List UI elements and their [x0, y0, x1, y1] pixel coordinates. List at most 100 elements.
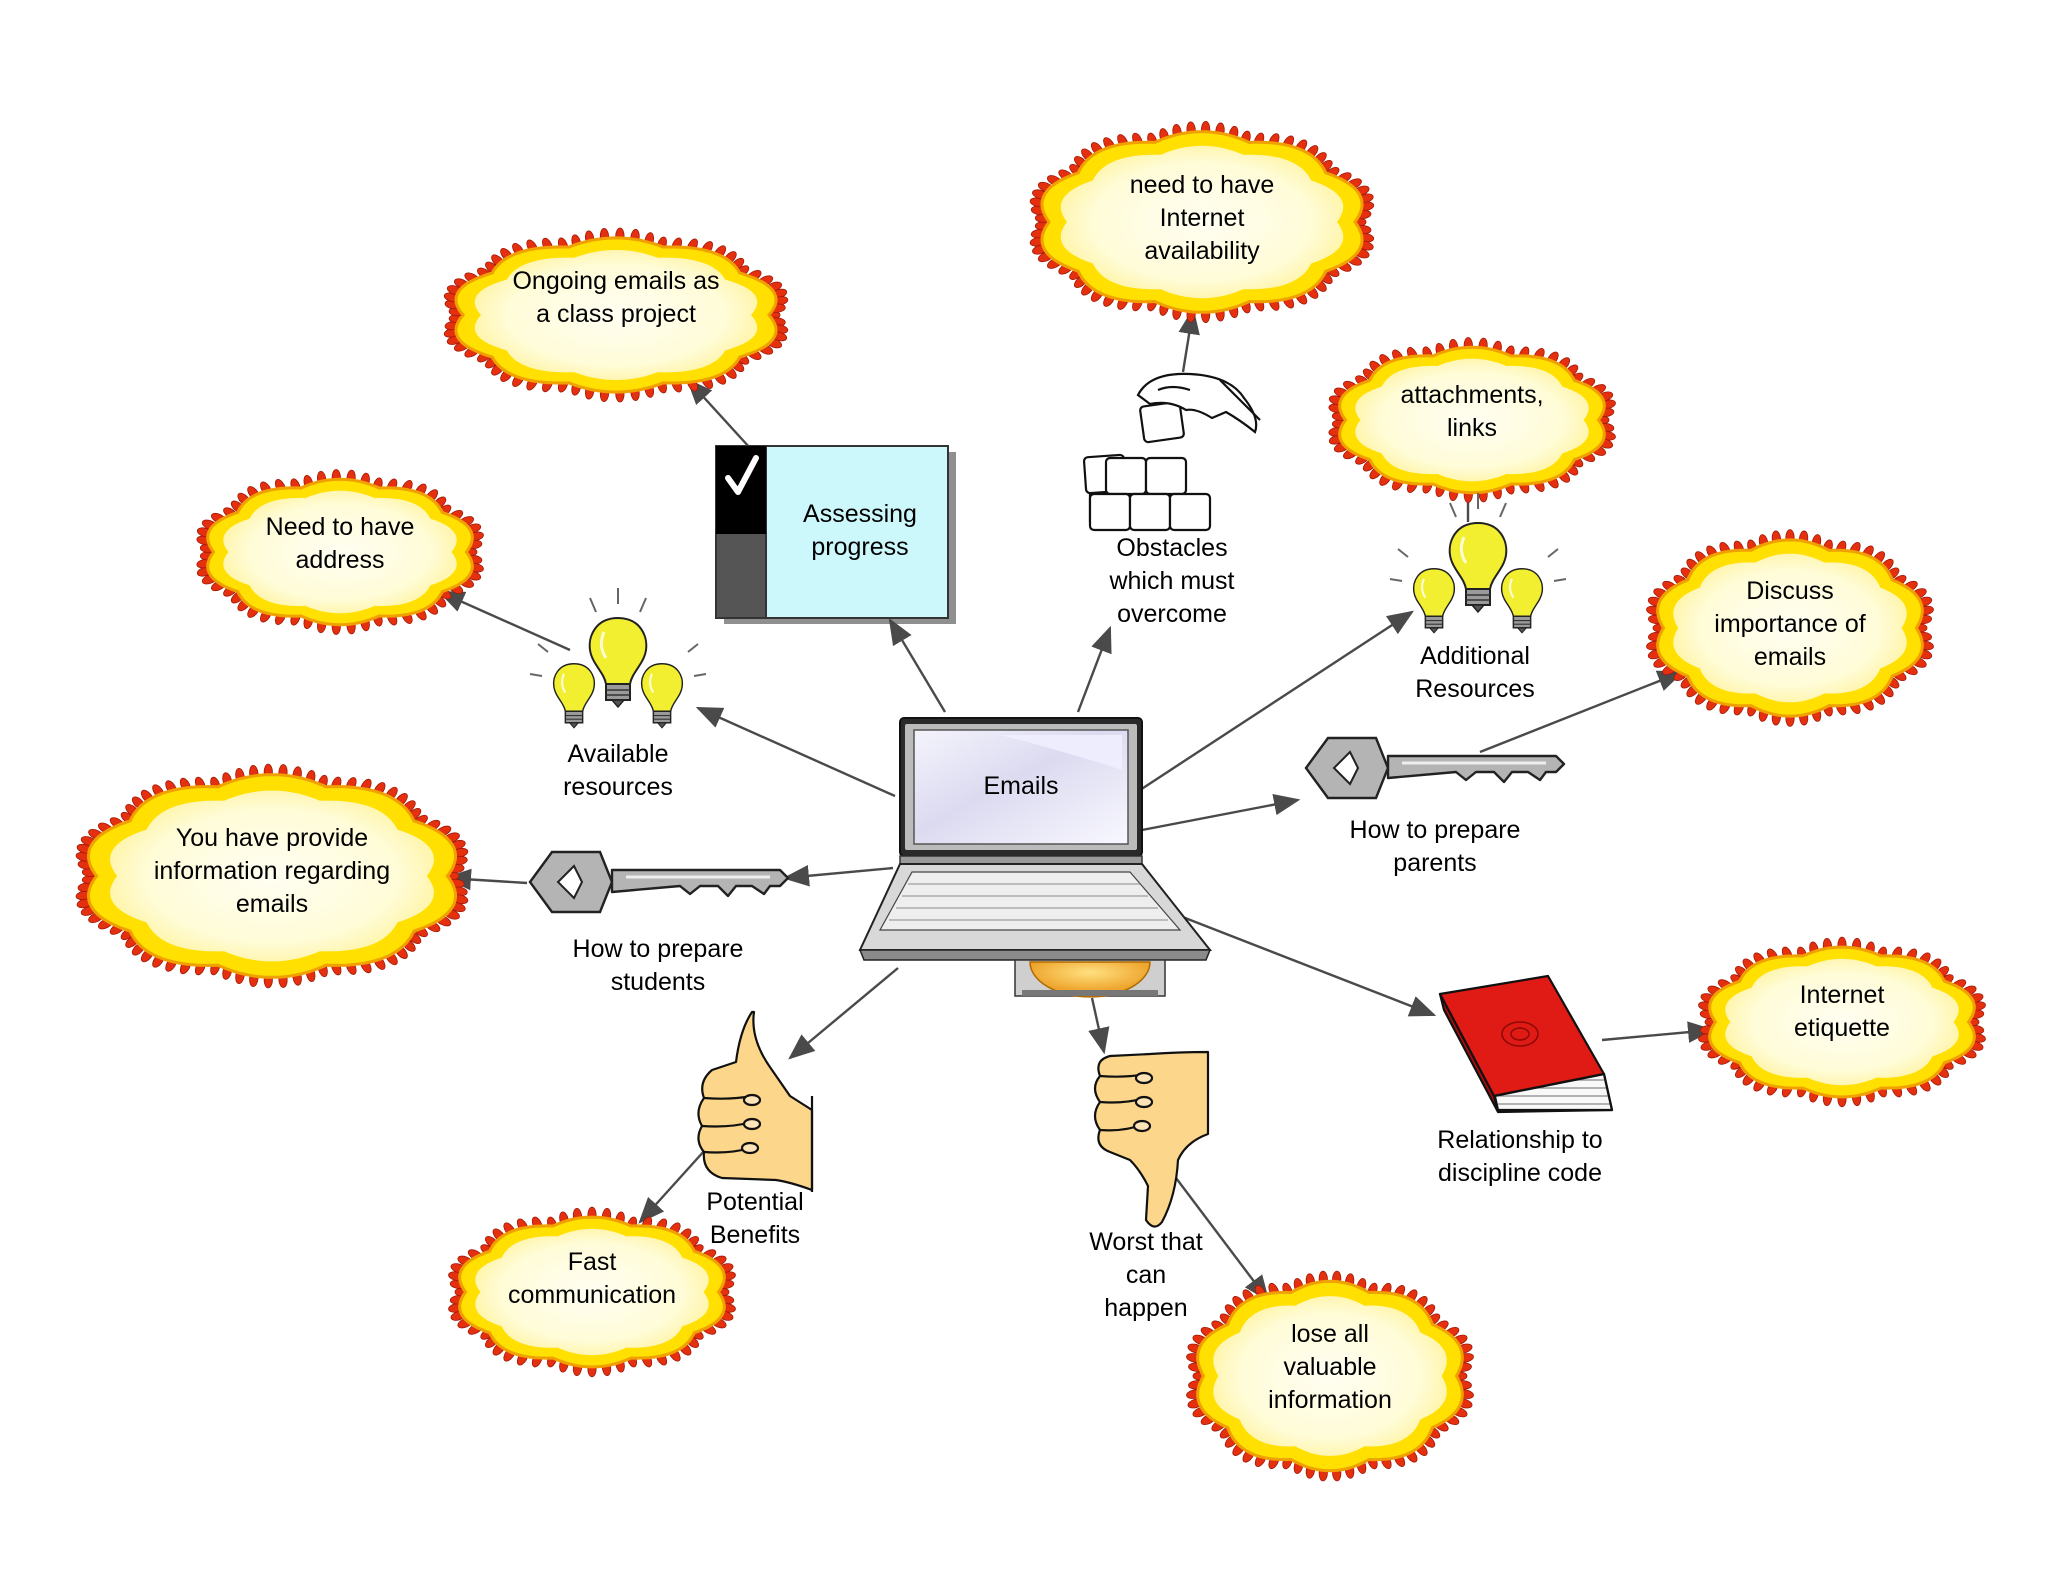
- bulb-shine: [1459, 536, 1468, 564]
- bulb-glass: [1448, 521, 1508, 590]
- connector-center-worst: [1088, 997, 1110, 1055]
- cloud-shape: [1029, 121, 1375, 323]
- connector-available-cloud: [437, 590, 571, 652]
- bulb-base: [564, 710, 584, 724]
- keyboard-keys-icon: [889, 883, 1168, 921]
- connector-center-additional: [1139, 610, 1415, 792]
- cloud-attachments: attachments,links: [1328, 337, 1616, 503]
- thumbs-down-icon: [1093, 1050, 1210, 1228]
- bulb-shine: [599, 631, 608, 659]
- connector-center-students: [782, 865, 894, 887]
- cloud-body: [110, 790, 434, 962]
- connector-worst-cloud: [1169, 1169, 1270, 1302]
- cloud-body: [474, 250, 758, 380]
- bulb-glass: [588, 616, 648, 685]
- bulb-glass: [552, 663, 596, 712]
- cloud-body: [1355, 358, 1589, 482]
- thumbs-up-icon: [697, 1010, 814, 1192]
- bulb-base: [1424, 615, 1444, 629]
- connector-center-parents: [1141, 793, 1301, 832]
- connector-center-obstacles: [1076, 625, 1112, 713]
- key-hole: [556, 864, 584, 900]
- connector-benefits-cloud: [638, 1149, 706, 1224]
- cloud-shape: [1186, 1270, 1474, 1482]
- bulb-base: [1465, 588, 1491, 606]
- cloud-body: [1673, 553, 1907, 703]
- key-icon: [528, 850, 790, 914]
- checklist-icon: [715, 445, 956, 624]
- bulb-glass: [640, 663, 684, 712]
- bulb-icon: [1448, 521, 1508, 614]
- cloud-body: [223, 490, 457, 614]
- connector-assessing-cloud: [686, 378, 751, 449]
- connector-center-assessing: [888, 617, 947, 713]
- key-shaft: [1386, 754, 1566, 784]
- center-node-laptop: Emails: [858, 717, 1213, 998]
- connector-center-available: [695, 706, 896, 798]
- connector-students-cloud: [444, 868, 528, 891]
- light-bulbs-icon: [1389, 493, 1567, 634]
- cloud-shape: [1328, 337, 1616, 503]
- building-blocks-icon: [1082, 372, 1261, 532]
- key-hole: [1332, 750, 1360, 786]
- cloud-body: [1213, 1296, 1447, 1456]
- bulb-glass: [1500, 568, 1544, 617]
- cloud-shape: [1646, 529, 1934, 727]
- cloud-shape: [196, 469, 484, 635]
- bulb-shine: [1421, 578, 1427, 599]
- cloud-label: attachments,links: [1400, 381, 1543, 442]
- cloud-shape: [443, 227, 789, 403]
- key-shaft: [610, 868, 790, 898]
- connectors: [437, 307, 1715, 1302]
- bulb-icon: [552, 663, 596, 729]
- cloud-shape: [1698, 936, 1986, 1108]
- red-book-icon: [1438, 974, 1614, 1114]
- connector-center-benefits: [788, 967, 899, 1060]
- cloud-shape: [75, 763, 469, 989]
- cloud-body: [1725, 958, 1959, 1086]
- connector-parents-cloud: [1479, 670, 1685, 754]
- connector-discipline-cloud: [1601, 1021, 1715, 1043]
- connector-center-discipline: [1179, 914, 1437, 1017]
- cloud-body: [475, 1228, 709, 1356]
- bulb-icon: [640, 663, 684, 729]
- cloud-body: [1060, 145, 1344, 299]
- bulb-icon: [1412, 568, 1456, 634]
- bulb-base: [605, 683, 631, 701]
- laptop-icon: [858, 717, 1213, 998]
- bulb-base: [1512, 615, 1532, 629]
